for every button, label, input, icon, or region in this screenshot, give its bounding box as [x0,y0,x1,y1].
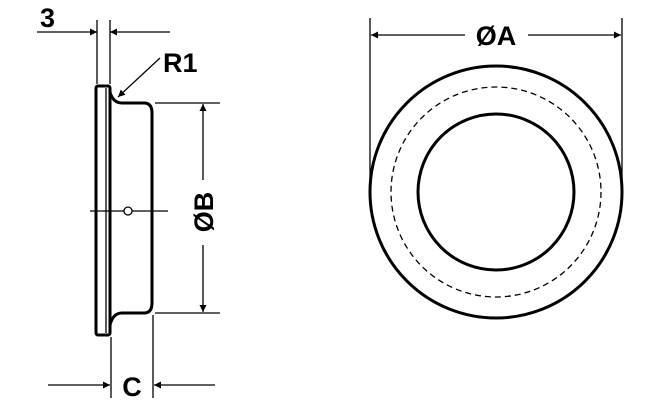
dimension-inner-diameter: ØB [155,102,220,314]
dimension-flange-thickness: 3 [37,3,170,84]
side-view [90,84,168,337]
label-radius: R1 [163,48,198,78]
label-outer-diameter: ØA [476,21,517,51]
dimension-radius: R1 [117,48,198,98]
dimension-outer-diameter: ØA [369,18,623,190]
outer-circle [368,64,624,320]
dashed-circle [390,86,602,298]
dimension-depth: C [48,315,215,400]
center-hole [123,206,133,216]
front-view [368,64,624,320]
label-inner-diameter: ØB [189,192,219,233]
inner-circle [416,112,576,272]
label-depth: C [122,372,142,400]
sleeve-body [108,91,154,326]
label-flange-thickness: 3 [40,3,55,33]
